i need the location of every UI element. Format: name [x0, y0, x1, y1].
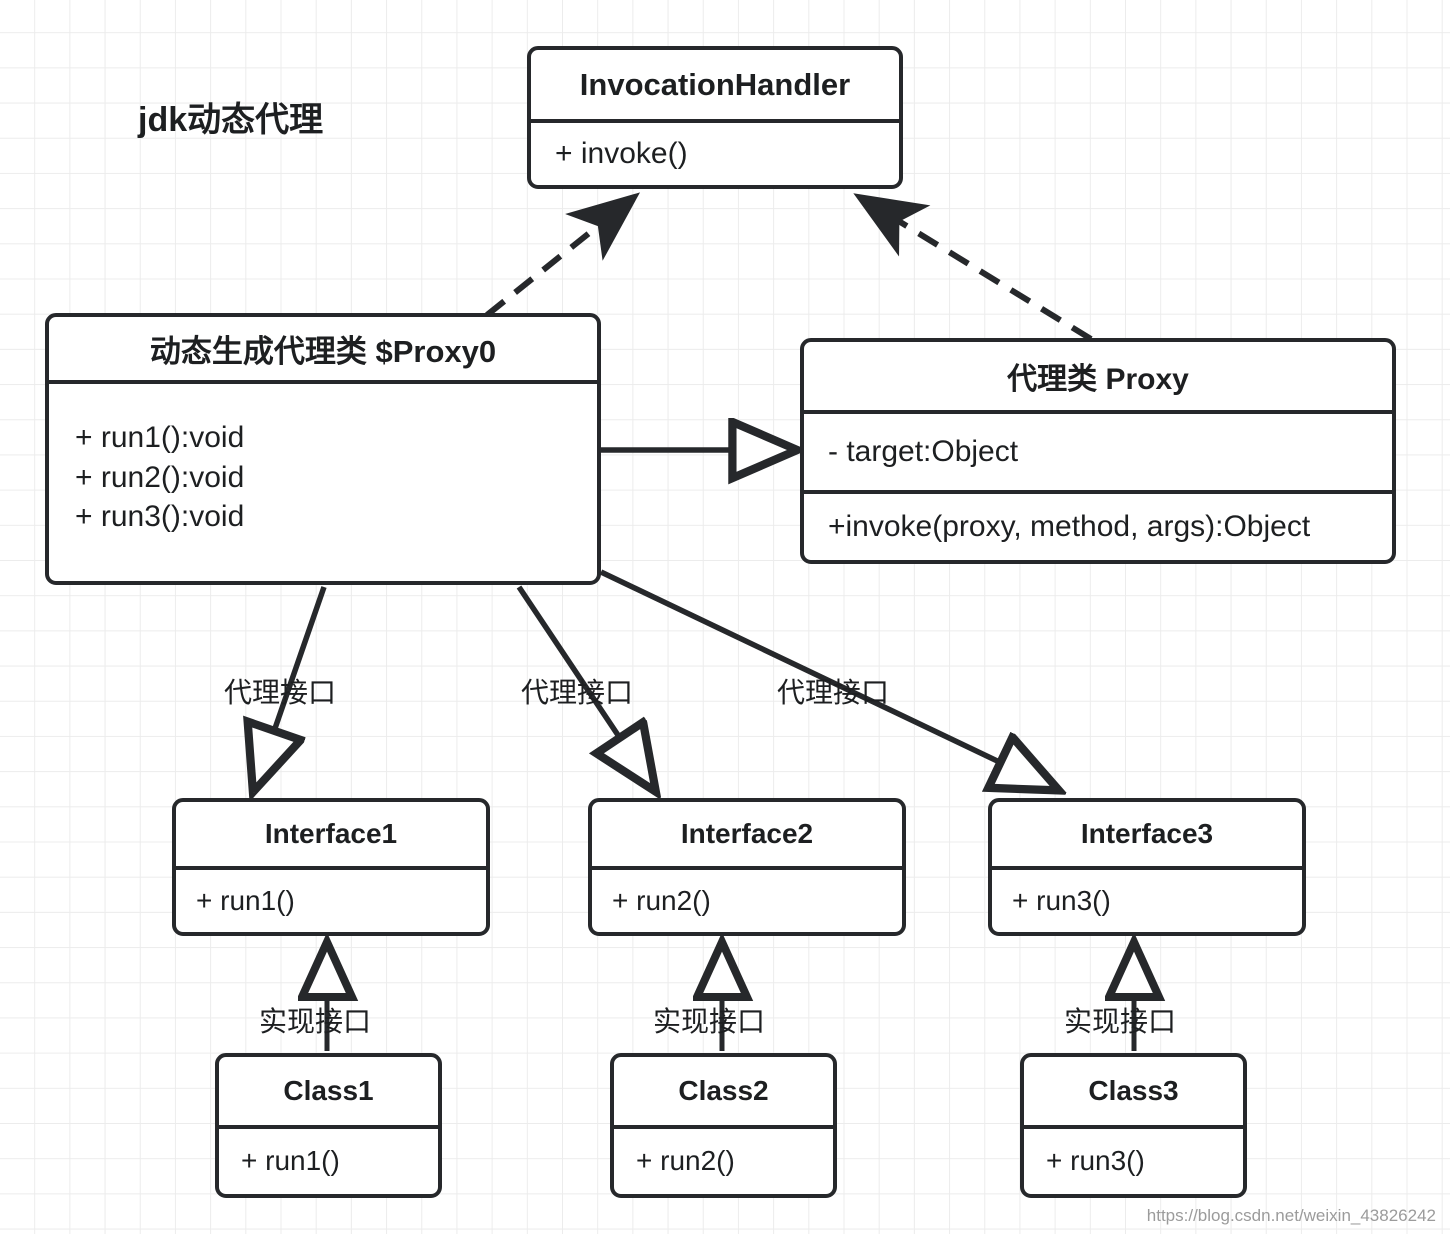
edge-label-implements-2: 实现接口 [653, 1006, 766, 1037]
compartment-divider [531, 119, 899, 123]
methods-compartment: + run2() [592, 870, 902, 932]
edge-label-implements-3: 实现接口 [1064, 1006, 1177, 1037]
methods-compartment: + invoke() [531, 123, 899, 185]
method-item: + run3():void [75, 500, 245, 534]
class-title-class3: Class3 [1088, 1075, 1179, 1106]
compartment-divider [49, 380, 597, 384]
compartment-divider [176, 866, 486, 870]
uml-class-class1[interactable]: Class1 + run1() [215, 1053, 442, 1198]
uml-class-class3[interactable]: Class3 + run3() [1020, 1053, 1247, 1198]
methods-compartment: + run2() [614, 1129, 833, 1194]
method-item: + run2() [612, 884, 711, 916]
compartment-divider [1024, 1125, 1243, 1129]
method-item: + run1():void [75, 421, 245, 454]
compartment-divider [219, 1125, 438, 1129]
methods-compartment: +invoke(proxy, method, args):Object [804, 494, 1392, 560]
edge-label-proxy-interface-2: 代理接口 [521, 677, 634, 708]
uml-interface-interface3[interactable]: Interface3 + run3() [988, 798, 1306, 936]
attributes-compartment: - target:Object [804, 414, 1392, 490]
compartment-divider [804, 490, 1392, 494]
method-item: + run1() [196, 884, 295, 916]
interface-title-interface2: Interface2 [680, 818, 814, 849]
methods-compartment: + run1():void + run2():void + run3():voi… [49, 384, 597, 581]
methods-compartment: + run3() [992, 870, 1302, 932]
watermark: https://blog.csdn.net/weixin_43826242 [1146, 1206, 1436, 1225]
method-item: + run1() [241, 1145, 340, 1177]
uml-class-proxy[interactable]: 代理类 Proxy - target:Object +invoke(proxy,… [800, 338, 1396, 564]
methods-compartment: + run1() [219, 1129, 438, 1194]
edge-label-proxy-interface-3: 代理接口 [777, 677, 890, 708]
interface-title-interface1: Interface1 [264, 818, 398, 849]
compartment-divider [614, 1125, 833, 1129]
method-item: + run3() [1012, 884, 1111, 916]
compartment-divider [592, 866, 902, 870]
class-title-proxy0: 动态生成代理类 $Proxy0 [149, 334, 497, 369]
diagram-title: jdk动态代理 [138, 101, 324, 139]
methods-compartment: + run3() [1024, 1129, 1243, 1194]
method-item: + run3() [1046, 1145, 1145, 1177]
edge-proxyclass-to-invocationhandler [853, 193, 1093, 342]
class-title-invocationhandler: InvocationHandler [579, 66, 851, 102]
uml-class-proxy0[interactable]: 动态生成代理类 $Proxy0 + run1():void + run2():v… [45, 313, 601, 585]
uml-interface-interface1[interactable]: Interface1 + run1() [172, 798, 490, 936]
compartment-divider [992, 866, 1302, 870]
uml-class-invocationhandler[interactable]: InvocationHandler + invoke() [527, 46, 903, 189]
edge-label-proxy-interface-1: 代理接口 [224, 677, 337, 708]
method-item: + run2() [636, 1145, 735, 1177]
method-item: +invoke(proxy, method, args):Object [828, 510, 1311, 544]
class-title-class2: Class2 [678, 1075, 769, 1106]
interface-title-interface3: Interface3 [1080, 818, 1214, 849]
edge-label-implements-1: 实现接口 [259, 1006, 372, 1037]
attribute-item: - target:Object [828, 435, 1019, 469]
method-item: + run2():void [75, 460, 245, 494]
class-title-proxy: 代理类 Proxy [1007, 363, 1189, 396]
compartment-divider [804, 410, 1392, 414]
class-title-class1: Class1 [283, 1075, 374, 1106]
edge-proxy0-to-invocationhandler [485, 192, 641, 318]
methods-compartment: + run1() [176, 870, 486, 932]
uml-class-class2[interactable]: Class2 + run2() [610, 1053, 837, 1198]
method-item: + invoke() [555, 137, 688, 171]
uml-interface-interface2[interactable]: Interface2 + run2() [588, 798, 906, 936]
